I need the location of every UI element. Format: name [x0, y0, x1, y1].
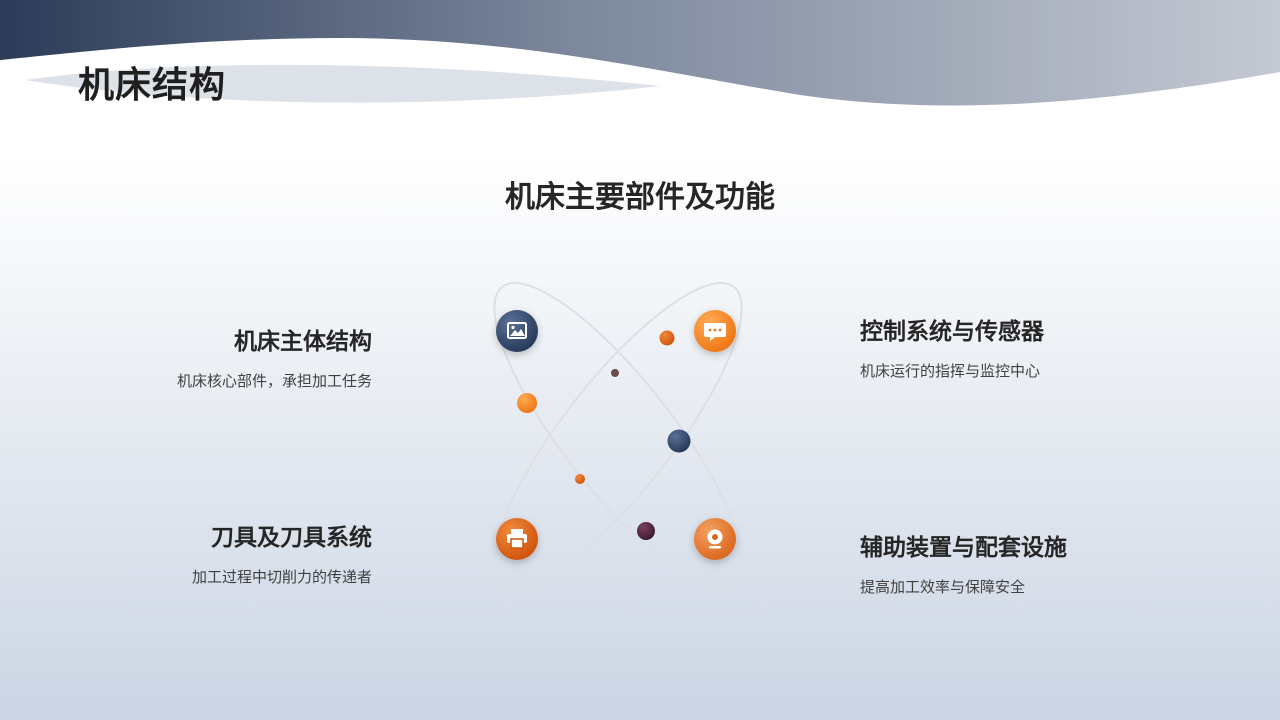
component-description: 加工过程中切削力的传递者 — [191, 568, 372, 586]
orbit-dot — [575, 474, 585, 484]
orbit-ring-b — [493, 282, 743, 588]
orbit-dot — [659, 330, 675, 346]
section-heading: 机床主要部件及功能 — [505, 180, 775, 215]
orbit-dot — [517, 393, 537, 413]
component-title: 机床主体结构 — [234, 329, 372, 355]
component-title: 辅助装置与配套设施 — [860, 535, 1067, 561]
orbit-dot — [611, 369, 619, 377]
orbit-diagram — [493, 282, 743, 588]
component-main-structure: 机床主体结构 机床核心部件，承担加工任务 — [32, 322, 372, 391]
orbit-dot — [667, 429, 691, 453]
component-description: 机床运行的指挥与监控中心 — [860, 362, 1041, 380]
image-icon — [507, 322, 527, 339]
component-title: 控制系统与传感器 — [860, 319, 1044, 345]
printer-icon — [507, 529, 527, 549]
component-control-system: 控制系统与传感器 机床运行的指挥与监控中心 — [860, 312, 1220, 381]
node-bottom-left — [496, 518, 538, 560]
component-description: 提高加工效率与保障安全 — [860, 578, 1026, 596]
node-bottom-right — [694, 518, 736, 560]
slide-title: 机床结构 — [78, 65, 227, 106]
chat-bubble-icon — [704, 323, 726, 341]
orbit-dot — [637, 522, 655, 540]
header-wave-decoration — [0, 0, 1280, 106]
orbit-ring-a — [493, 282, 743, 588]
node-top-left — [496, 310, 538, 352]
component-auxiliary-devices: 辅助装置与配套设施 提高加工效率与保障安全 — [860, 528, 1220, 597]
component-tool-system: 刀具及刀具系统 加工过程中切削力的传递者 — [32, 518, 372, 587]
node-top-right — [694, 310, 736, 352]
component-title: 刀具及刀具系统 — [211, 525, 372, 551]
component-description: 机床核心部件，承担加工任务 — [176, 372, 372, 390]
webcam-icon — [707, 529, 723, 549]
